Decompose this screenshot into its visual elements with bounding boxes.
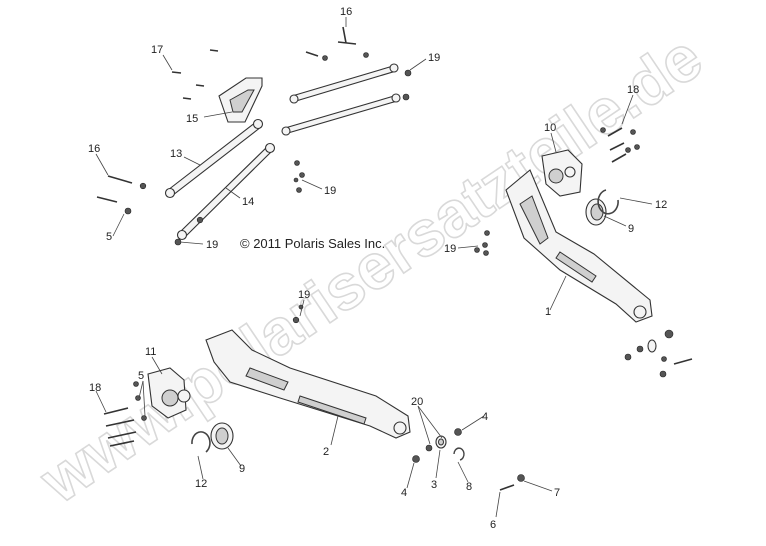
callout-9-left: 9 — [239, 463, 245, 475]
callout-3: 3 — [431, 479, 437, 491]
callout-14: 14 — [242, 196, 254, 208]
callout-12-left: 12 — [195, 478, 207, 490]
callout-11: 11 — [145, 346, 156, 358]
callout-19-right: 19 — [444, 243, 456, 255]
callout-19-top: 19 — [428, 52, 440, 64]
callout-7: 7 — [554, 487, 560, 499]
leader-lines — [95, 17, 653, 518]
callout-19-lower: 19 — [298, 289, 310, 301]
callout-1: 1 — [545, 306, 551, 318]
callout-20: 20 — [411, 396, 423, 408]
tie-rod-assembly — [96, 26, 412, 246]
callout-15: 15 — [186, 113, 198, 125]
callout-18-left: 18 — [89, 382, 101, 394]
copyright-notice: © 2011 Polaris Sales Inc. — [240, 236, 385, 251]
callout-8: 8 — [466, 481, 472, 493]
trailing-arm-right — [474, 127, 693, 378]
callout-12-right: 12 — [655, 199, 667, 211]
callout-4-right: 4 — [482, 411, 488, 423]
callout-17: 17 — [151, 44, 163, 56]
callout-9-right: 9 — [628, 223, 634, 235]
callout-18-right: 18 — [627, 84, 639, 96]
callout-16-left: 16 — [88, 143, 100, 155]
callout-2: 2 — [323, 446, 329, 458]
callout-13: 13 — [170, 148, 182, 160]
callout-5-top: 5 — [106, 231, 112, 243]
callout-10: 10 — [544, 122, 556, 134]
callout-6: 6 — [490, 519, 496, 531]
callout-5-lower: 5 — [138, 370, 144, 382]
callout-19-left: 19 — [206, 239, 218, 251]
callout-4-lower: 4 — [401, 487, 407, 499]
callout-labels: 16 17 19 15 13 14 16 5 19 19 © 2011 Pola… — [88, 6, 667, 531]
callout-16-top: 16 — [340, 6, 352, 18]
trailing-arm-left — [103, 304, 525, 491]
callout-19-center: 19 — [324, 185, 336, 197]
